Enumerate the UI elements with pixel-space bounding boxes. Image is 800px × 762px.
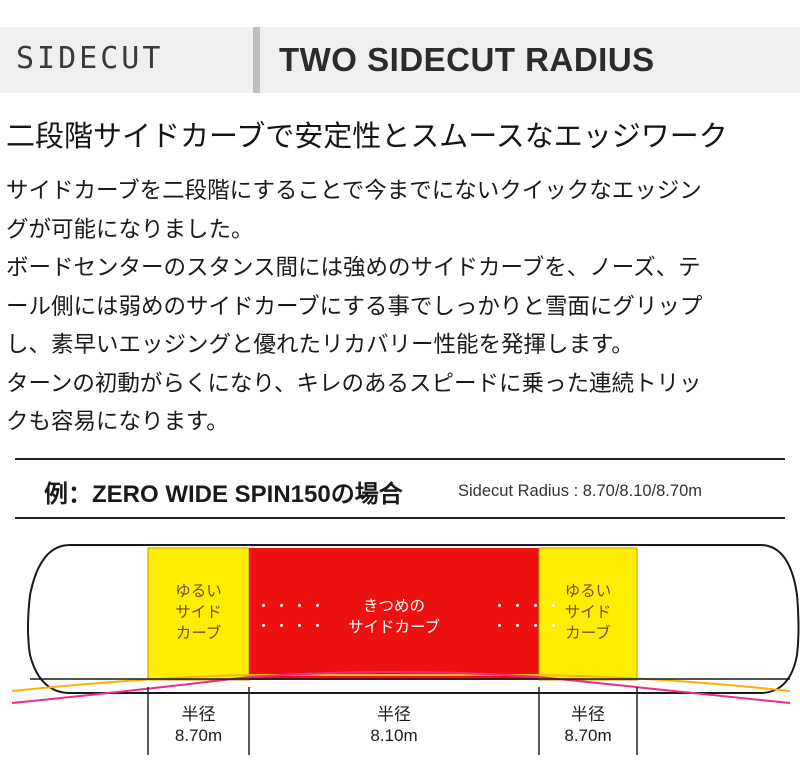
nose-radius-label: 半径 8.70m	[148, 704, 249, 746]
nose-zone-label: ゆるい サイド カーブ	[148, 581, 249, 644]
description-line: ボードセンターのスタンス間には強めのサイドカーブを、ノーズ、テ	[6, 255, 701, 281]
tail-radius-label: 半径 8.70m	[539, 704, 637, 746]
dots-line: ・・・・	[492, 617, 565, 635]
description-line: サイドカーブを二段階にすることで今までにないクイックなエッジン	[6, 178, 702, 204]
radius-label-text: 半径	[571, 705, 605, 724]
sidecut-radius-info: Sidecut Radius : 8.70/8.10/8.70m	[458, 482, 702, 500]
zone-label-line: カーブ	[565, 624, 611, 642]
example-title: 例：ZERO WIDE SPIN150の場合	[44, 481, 403, 508]
description-line: し、素早いエッジングと優れたリカバリー性能を発揮します。	[6, 332, 634, 358]
banner-divider	[253, 27, 260, 93]
radius-value: 8.70m	[174, 726, 223, 745]
section-banner: SIDECUT TWO SIDECUT RADIUS	[0, 27, 800, 93]
headline: 二段階サイドカーブで安定性とスムースなエッジワーク	[6, 119, 728, 153]
dots-line: ・・・・	[256, 597, 329, 615]
dots-line: ・・・・	[256, 617, 329, 635]
soft-sidecut-curve	[11, 674, 791, 692]
tail-zone-label: ゆるい サイド カーブ	[539, 581, 637, 644]
zone-label-line: サイド	[175, 603, 222, 621]
description-line: クも容易になります。	[6, 409, 229, 435]
radius-value: 8.70m	[564, 726, 612, 745]
description-line: グが可能になりました。	[6, 216, 254, 243]
center-radius-label: 半径 8.10m	[249, 704, 539, 746]
center-firm-zone	[249, 548, 539, 680]
tail-soft-zone	[538, 547, 638, 681]
banner-left-label: SIDECUT	[16, 41, 164, 76]
radius-label-text: 半径	[181, 705, 216, 724]
banner-right-label: TWO SIDECUT RADIUS	[279, 41, 655, 78]
radius-label-text: 半径	[377, 705, 411, 724]
dots-line: ・・・・	[492, 597, 565, 615]
firm-sidecut-curve	[11, 671, 791, 704]
center-zone-label: きつめの サイドカーブ	[249, 596, 539, 638]
sidecut-diagram: 例：ZERO WIDE SPIN150の場合 Sidecut Radius : …	[0, 455, 800, 762]
description-line: ール側には弱めのサイドカーブにする事でしっかりと雪面にグリップ	[6, 293, 703, 320]
zone-label-line: サイドカーブ	[347, 618, 441, 636]
zone-label-line: カーブ	[175, 624, 222, 642]
zone-label-line: ゆるい	[175, 582, 222, 600]
description: サイドカーブを二段階にすることで今までにないクイックなエッジン グが可能になりま…	[6, 172, 796, 442]
radius-value: 8.10m	[370, 726, 418, 745]
description-line: ターンの初動がらくになり、キレのあるスピードに乗った連続トリッ	[6, 370, 702, 397]
right-dots: ・・・・ ・・・・	[492, 596, 564, 636]
nose-soft-zone	[147, 547, 250, 681]
zone-label-line: きつめの	[362, 597, 425, 615]
left-dots: ・・・・ ・・・・	[256, 596, 328, 636]
zone-label-line: ゆるい	[564, 582, 612, 600]
sidecut-diagram-graphic	[11, 458, 800, 755]
zone-label-line: サイド	[564, 603, 612, 621]
